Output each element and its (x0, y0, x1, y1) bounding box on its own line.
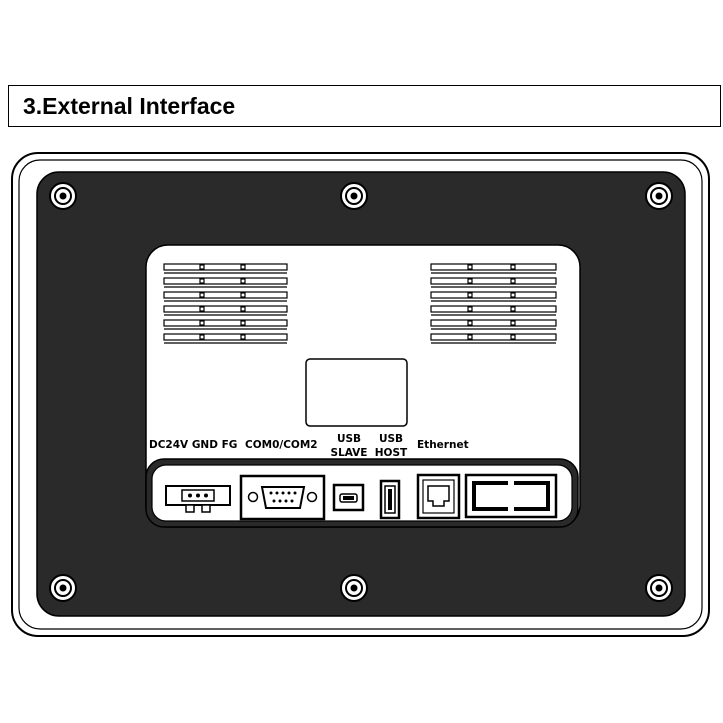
ethernet-port (416, 473, 461, 520)
label-plate (305, 358, 408, 427)
screw-top-center (340, 182, 368, 210)
usb-host-label-line2: HOST (375, 447, 408, 459)
usb-slave-port (332, 483, 365, 512)
screw-top-right (645, 182, 673, 210)
screw-bottom-center (340, 574, 368, 602)
com-port-label: COM0/COM2 (245, 439, 318, 451)
section-title: 3.External Interface (8, 85, 721, 127)
com-db9-connector (239, 474, 326, 521)
screw-top-left (49, 182, 77, 210)
ethernet-port-label: Ethernet (417, 439, 469, 451)
vent-right (430, 263, 557, 344)
screw-bottom-right (645, 574, 673, 602)
power-terminal-connector (165, 485, 231, 513)
vent-left (163, 263, 288, 344)
usb-host-port (379, 479, 401, 520)
screw-bottom-left (49, 574, 77, 602)
usb-slave-label-line2: SLAVE (331, 447, 368, 459)
outer-housing-inner-edge (18, 159, 703, 630)
usb-slave-label-line1: USB (337, 433, 361, 445)
usb-host-label-line1: USB (379, 433, 403, 445)
power-port-label: DC24V GND FG (149, 439, 237, 451)
expansion-slot (464, 473, 558, 519)
